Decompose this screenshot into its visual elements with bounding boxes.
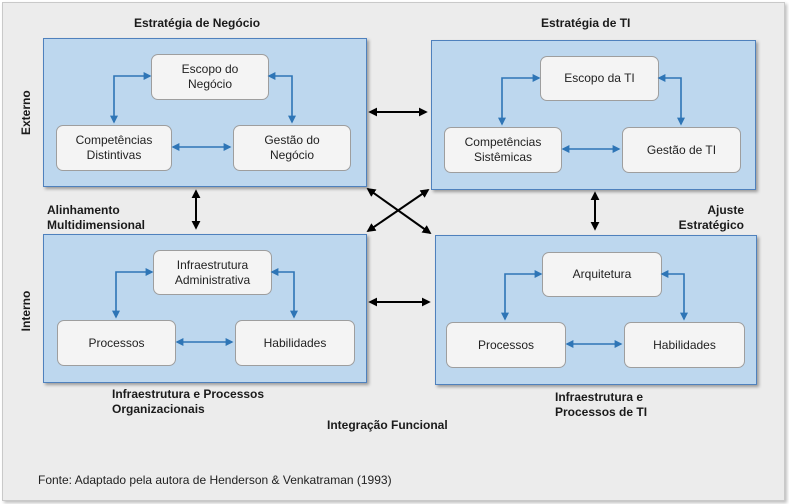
it-strategy-title: Estratégia de TI [541,16,631,30]
business-arrow-scope-competencies [110,72,152,124]
source-caption: Fonte: Adaptado pela autora de Henderson… [38,473,392,487]
multidimensional-label: Alinhamento Multidimensional [47,203,146,232]
cross-link-up [366,188,430,233]
org-arrow-infra-skills [270,268,298,319]
it-governance-node: Gestão de TI [622,127,741,173]
strategic-fit-label: Ajuste Estratégico [678,203,744,232]
architecture-node: Arquitetura [542,252,662,297]
it-scope-node: Escopo da TI [540,56,659,101]
org-processes-node: Processos [57,320,176,366]
business-scope-node: Escopo do Negócio [151,54,269,100]
org-infra-title: Infraestrutura e Processos Organizaciona… [112,387,265,416]
itinfra-arrow-architecture-processes [501,270,543,321]
it-arrow-scope-competencies [498,74,541,126]
org-skills-node: Habilidades [235,320,355,366]
it-arrow-scope-governance [657,74,685,126]
it-skills-node: Habilidades [624,322,745,368]
business-arrow-scope-governance [267,72,296,124]
itinfra-arrow-architecture-skills [660,270,688,321]
distinctive-competencies-node: Competências Distintivas [56,125,172,171]
business-strategy-title: Estratégia de Negócio [134,16,261,30]
it-infra-title: Infraestrutura e Processos de TI [555,390,648,419]
business-governance-node: Gestão do Negócio [233,125,351,171]
org-arrow-infra-processes [112,268,154,319]
administrative-infra-node: Infraestrutura Administrativa [153,250,272,295]
functional-integration-label: Integração Funcional [327,418,448,432]
systemic-competencies-node: Competências Sistêmicas [444,127,562,173]
